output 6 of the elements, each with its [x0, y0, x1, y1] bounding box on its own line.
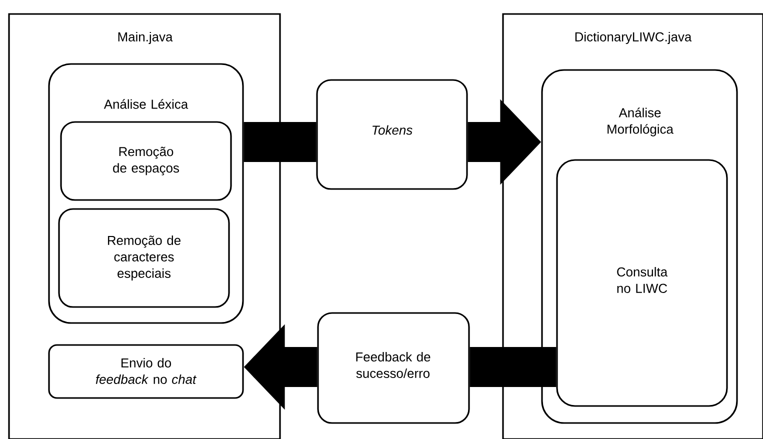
data-box: Feedback de sucesso/erro [317, 312, 470, 424]
process-box: Envio do feedback no chat [48, 344, 244, 399]
process-box: Remoção de caracteres especiais [58, 208, 230, 308]
process-box: Remoção de espaços [60, 121, 232, 201]
data-box: Tokens [316, 79, 468, 190]
process-box: Consulta no LIWC [556, 159, 728, 407]
